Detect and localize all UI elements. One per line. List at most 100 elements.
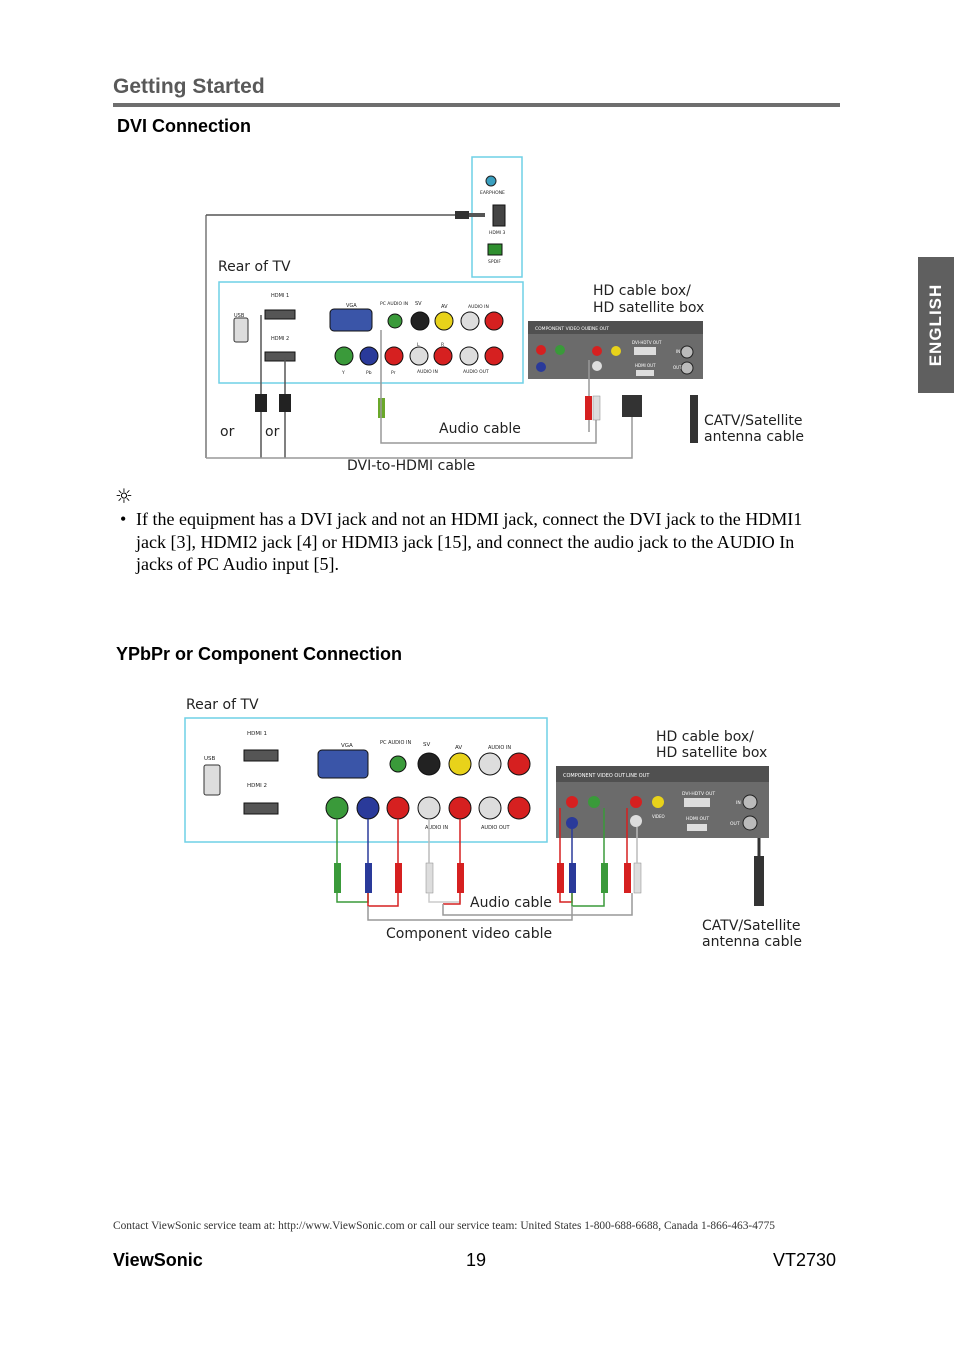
dvi-plug: [622, 395, 642, 417]
ypbpr-heading: YPbPr or Component Connection: [116, 644, 402, 664]
dvi-or-label-2: or: [265, 424, 280, 440]
note-icon: ☼: [115, 484, 133, 508]
ypbpr-usb-label: USB: [204, 756, 216, 762]
bottom-audio-in-r-jack: [433, 346, 453, 366]
ypbpr-in-r-jack: [448, 796, 472, 820]
note-text: If the equipment has a DVI jack and not …: [136, 509, 803, 574]
ypbpr-connection-diagram: USB HDMI 1 HDMI 2 VGA PC AUDIO IN SV AV …: [184, 717, 769, 921]
tv-pr-plug: [395, 863, 402, 893]
ypbpr-sv-label: SV: [423, 742, 430, 748]
page-number: 19: [466, 1250, 487, 1270]
audio-cable: [380, 330, 597, 444]
box-y-jack: [555, 345, 565, 355]
dvi-catv-label-1: CATV/Satellite: [704, 413, 803, 429]
ypbpr-box-component-label: COMPONENT VIDEO OUT: [563, 773, 626, 779]
bottom-audio-in-l-jack: [409, 346, 429, 366]
box-hdmi-port: [636, 370, 654, 376]
ypbpr-box-line-out-label: LINE OUT: [626, 773, 650, 779]
spdif-port: [487, 243, 503, 256]
ypbpr-hdmi2-label: HDMI 2: [247, 783, 267, 789]
tv-y-plug: [334, 863, 341, 893]
ypbpr-box-dvi-port: [684, 798, 710, 807]
r-label: R: [441, 342, 444, 348]
y-jack: [334, 346, 354, 366]
note-bullet: •: [120, 509, 127, 529]
tv-pb-plug: [365, 863, 372, 893]
ypbpr-hdmi2-port: [243, 802, 279, 815]
box-pr-plug: [557, 863, 564, 893]
ypbpr-box-pb-jack: [566, 817, 578, 829]
ypbpr-rear-label: Rear of TV: [186, 697, 259, 713]
pb-jack: [359, 346, 379, 366]
vga-label: VGA: [346, 303, 357, 309]
ypbpr-vga-port: [317, 749, 369, 779]
hdmi3-plug: [455, 211, 469, 219]
hdmi2-port: [264, 351, 296, 362]
ypbpr-box-video-jack: [652, 796, 664, 808]
ypbpr-box-in-label: IN: [736, 800, 741, 806]
sv-label: SV: [415, 301, 422, 307]
box-out-label: OUT: [673, 365, 682, 370]
box-pr-jack: [536, 345, 546, 355]
footer-contact: Contact ViewSonic service team at: http:…: [113, 1220, 775, 1232]
ypbpr-audio-cable: [442, 893, 633, 916]
ypbpr-out-l-jack: [478, 796, 502, 820]
hdmi2-plug: [279, 394, 291, 412]
ypbpr-in-l-jack: [417, 796, 441, 820]
hdmi1-port: [264, 309, 296, 320]
box-hdmi-label: HDMI OUT: [635, 363, 656, 368]
ypbpr-audio-in-l-jack: [478, 752, 502, 776]
tv-rear-panel: [218, 281, 524, 384]
audio-in-bottom-label: AUDIO IN: [417, 369, 438, 375]
hdmi3-port: [492, 204, 506, 227]
dvi-audio-cable-label: Audio cable: [439, 421, 521, 437]
audio-plug-white: [592, 395, 601, 421]
audio-out-l-jack: [459, 346, 479, 366]
ypbpr-av-jack: [448, 752, 472, 776]
dvi-or-label-1: or: [220, 424, 235, 440]
hdmi1-label: HDMI 1: [271, 293, 289, 299]
audio-out-label: AUDIO OUT: [463, 369, 489, 375]
box-audio-l-plug: [633, 862, 642, 894]
component-video-cable: [367, 906, 573, 921]
pc-audio-label: PC AUDIO IN: [380, 301, 408, 307]
ypbpr-hdmi1-label: HDMI 1: [247, 731, 267, 737]
earphone-label: EARPHONE: [480, 190, 505, 196]
ypbpr-pc-audio-jack: [389, 755, 407, 773]
language-tab: ENGLISH: [918, 257, 954, 393]
ypbpr-box-y-jack: [588, 796, 600, 808]
header-rule: [113, 103, 840, 107]
tv-audio-r-plug: [457, 863, 464, 893]
ypbpr-component-cable-label: Component video cable: [386, 926, 553, 942]
box-in-label: IN: [676, 349, 680, 354]
ypbpr-pr-jack: [386, 796, 410, 820]
hdmi1-plug: [255, 394, 267, 412]
earphone-jack: [485, 175, 497, 187]
dvi-hdmi-cable-label: DVI-to-HDMI cable: [347, 458, 476, 474]
box-pb-plug: [569, 863, 576, 893]
dvi-catv-label-2: antenna cable: [704, 429, 804, 445]
dvi-rear-label: Rear of TV: [218, 259, 291, 275]
note-paragraph: • If the equipment has a DVI jack and no…: [120, 508, 810, 576]
box-video-jack: [611, 346, 621, 356]
audio-out-r-jack: [484, 346, 504, 366]
ypbpr-box-hdmi-port: [687, 824, 707, 831]
dvi-hdmi-cable: [206, 417, 633, 459]
ypbpr-pc-audio-label: PC AUDIO IN: [380, 740, 412, 746]
ypbpr-box-out-jack: [742, 815, 758, 831]
y-label: Y: [341, 370, 345, 376]
ypbpr-pb-jack: [356, 796, 380, 820]
model-number: VT2730: [773, 1250, 837, 1270]
hdmi3-label: HDMI 3: [489, 230, 505, 236]
ypbpr-audio-in-r-jack: [507, 752, 531, 776]
box-dvi-port: [634, 347, 656, 355]
ypbpr-audio-cable-label: Audio cable: [470, 895, 552, 911]
ypbpr-box-out-label: OUT: [730, 821, 740, 827]
audio-plug-red: [585, 396, 592, 420]
section-title: Getting Started: [113, 75, 265, 98]
hdmi2-label: HDMI 2: [271, 336, 289, 342]
pr-jack: [384, 346, 404, 366]
box-y-plug: [601, 863, 608, 893]
ypbpr-usb-port: [203, 764, 221, 796]
l-label: L: [417, 342, 420, 348]
